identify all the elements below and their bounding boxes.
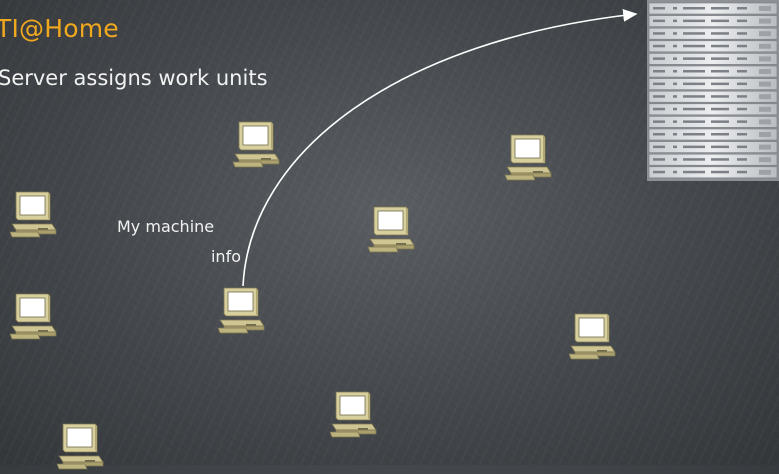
desktop-computer-icon (8, 190, 58, 238)
desktop-computer-icon (328, 390, 378, 438)
desktop-computer-icon (567, 312, 617, 360)
desktop-computer-icon (216, 286, 266, 334)
desktop-computer-icon (231, 120, 281, 168)
desktop-computer-icon (503, 133, 553, 181)
server-rack-icon (647, 0, 779, 181)
desktop-computer-icon (366, 205, 416, 253)
slide-title: TI@Home (0, 14, 119, 43)
machine-info-label-line-2: info (210, 247, 241, 266)
desktop-computer-icon (8, 292, 58, 340)
machine-info-label-line-1: My machine (117, 217, 215, 236)
desktop-computer-icon (55, 422, 105, 470)
slide-bullet: Server assigns work units (0, 66, 268, 90)
